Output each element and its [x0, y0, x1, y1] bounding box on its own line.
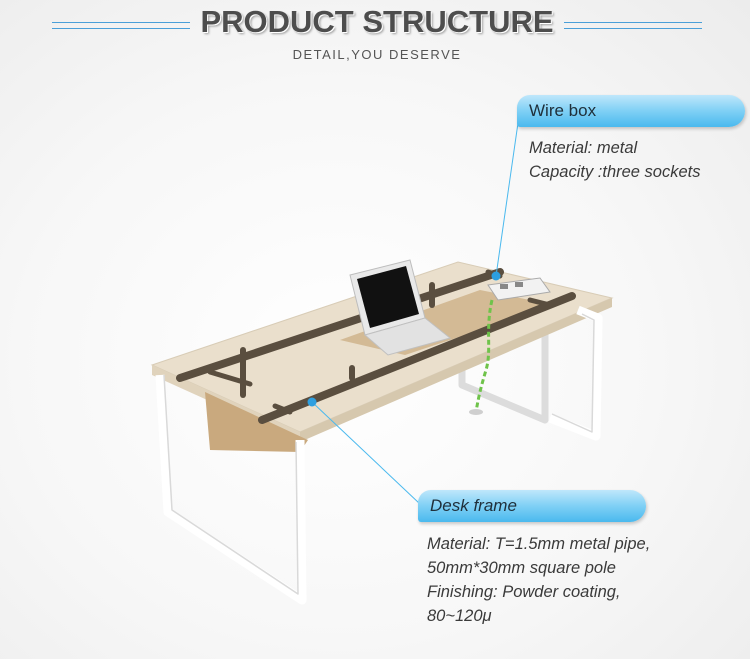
desk-frame-size: 50mm*30mm square pole — [427, 559, 616, 577]
wire-box-material: Material: metal — [529, 139, 638, 157]
frame-marker — [307, 397, 317, 407]
frame-leader — [311, 401, 421, 505]
wire-box — [487, 277, 551, 301]
modesty-panel — [205, 392, 308, 452]
desk-frame-material: Material: T=1.5mm metal pipe, — [427, 535, 651, 553]
wirebox-marker — [491, 271, 501, 281]
laptop — [349, 259, 452, 356]
front-leg-left — [155, 374, 307, 605]
front-leg-right-shadow — [551, 313, 595, 433]
page-title: PRODUCT STRUCTURE — [200, 4, 554, 39]
wire-box-capacity: Capacity :three sockets — [529, 163, 701, 181]
wirebox-leader — [495, 115, 520, 277]
header-line-left — [52, 22, 190, 29]
wire-box-details: Material: metal Capacity :three sockets — [529, 136, 701, 184]
desk-frame-thickness: 80~120μ — [427, 607, 492, 625]
wire-box-label: Wire box — [517, 95, 745, 127]
floor-grommet — [469, 409, 483, 415]
desk-frame-details: Material: T=1.5mm metal pipe, 50mm*30mm … — [427, 532, 650, 628]
front-leg-left-shadow — [163, 374, 299, 595]
desk-top-edge-right — [300, 298, 612, 442]
desk-frame-finishing: Finishing: Powder coating, — [427, 583, 621, 601]
desk-frame-label: Desk frame — [418, 490, 646, 522]
front-leg-right — [548, 305, 603, 441]
header-line-right — [564, 22, 702, 29]
page-subtitle: DETAIL,YOU DESERVE — [292, 47, 462, 62]
